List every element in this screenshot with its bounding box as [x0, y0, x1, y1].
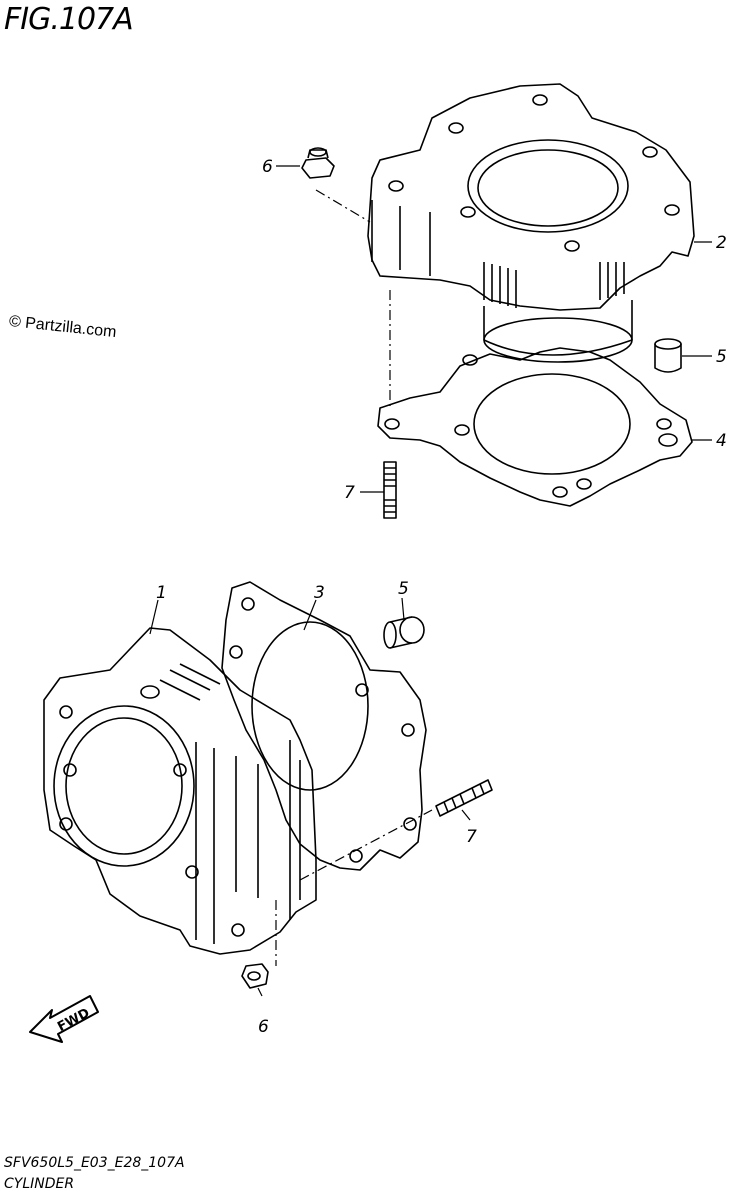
callout-top-nut: 6 [262, 157, 273, 177]
bottom-cylinder-part[interactable] [43, 627, 317, 955]
callout-bottom-dowel: 5 [398, 579, 409, 599]
top-stud-part[interactable] [383, 461, 397, 519]
callout-top-cylinder: 2 [716, 233, 727, 253]
callout-bottom-gasket: 3 [314, 583, 325, 603]
bottom-gasket-part[interactable] [221, 581, 427, 871]
callout-bottom-nut: 6 [258, 1017, 269, 1037]
fwd-arrow [29, 995, 99, 1043]
top-cylinder-part[interactable] [367, 83, 695, 363]
top-dowel-part[interactable] [654, 338, 682, 373]
diagram-code: SFV650L5_E03_E28_107A [4, 1155, 185, 1171]
bottom-nut-part[interactable] [241, 963, 269, 989]
bottom-stud-part[interactable] [435, 779, 493, 817]
figure-title: FIG.107A [4, 2, 134, 37]
diagram-name: CYLINDER [4, 1176, 75, 1192]
fwd-label: FWD [55, 1006, 92, 1035]
callout-bottom-stud: 7 [466, 827, 477, 847]
top-gasket-part[interactable] [377, 347, 693, 507]
bottom-dowel-part[interactable] [383, 616, 425, 649]
callout-top-gasket: 4 [716, 431, 727, 451]
callout-top-dowel: 5 [716, 347, 727, 367]
top-nut-part[interactable] [301, 147, 335, 179]
callout-top-stud: 7 [344, 483, 355, 503]
callout-bottom-cylinder: 1 [156, 583, 167, 603]
